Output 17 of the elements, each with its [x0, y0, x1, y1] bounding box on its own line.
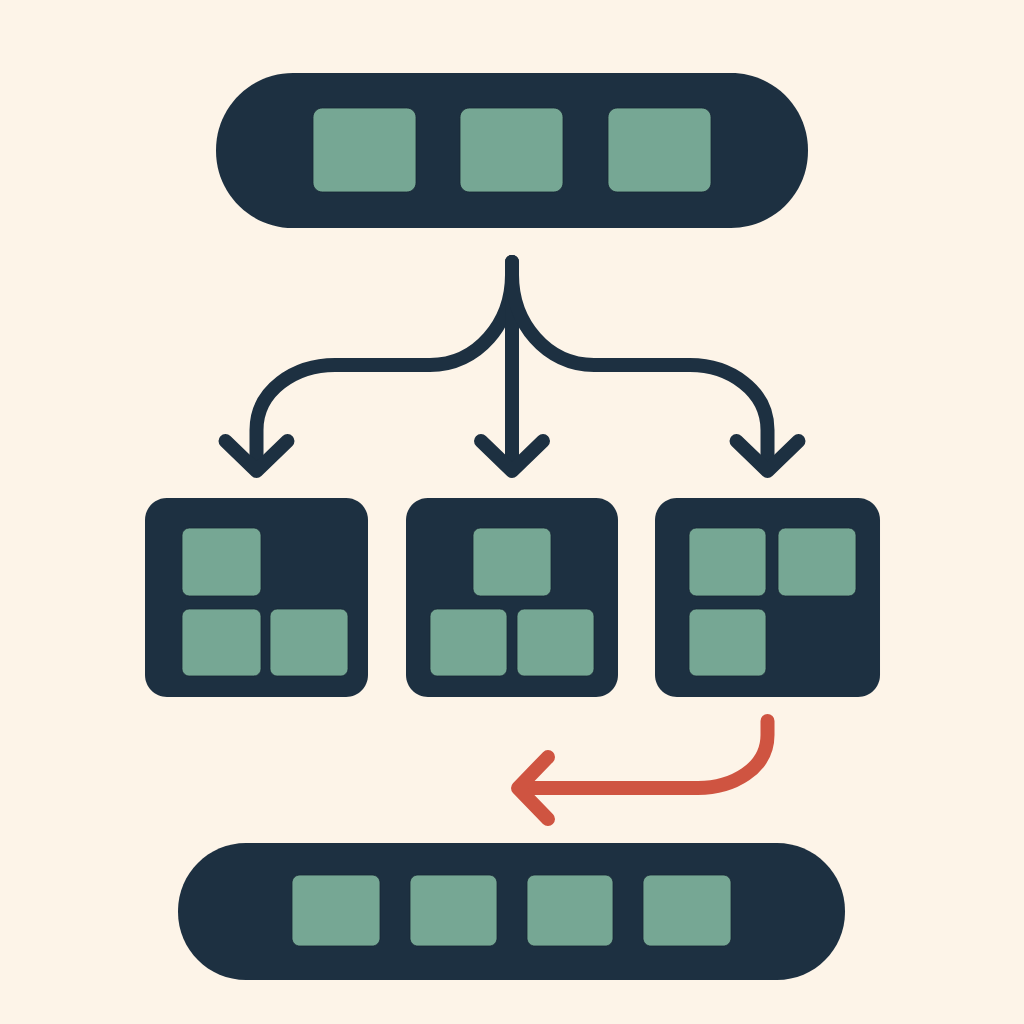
- tile: [688, 527, 767, 597]
- tile: [429, 608, 508, 677]
- tile: [409, 874, 498, 947]
- tile: [181, 608, 262, 677]
- arrow: [505, 255, 806, 478]
- tile: [642, 874, 732, 947]
- tile: [269, 608, 349, 677]
- tile: [607, 107, 712, 193]
- tile: [291, 874, 381, 947]
- tile: [459, 107, 564, 193]
- tile: [688, 608, 767, 677]
- tile: [312, 107, 417, 193]
- tile: [526, 874, 614, 947]
- tile: [516, 608, 595, 677]
- tile: [777, 527, 857, 597]
- tile: [472, 527, 552, 597]
- tile: [181, 527, 262, 597]
